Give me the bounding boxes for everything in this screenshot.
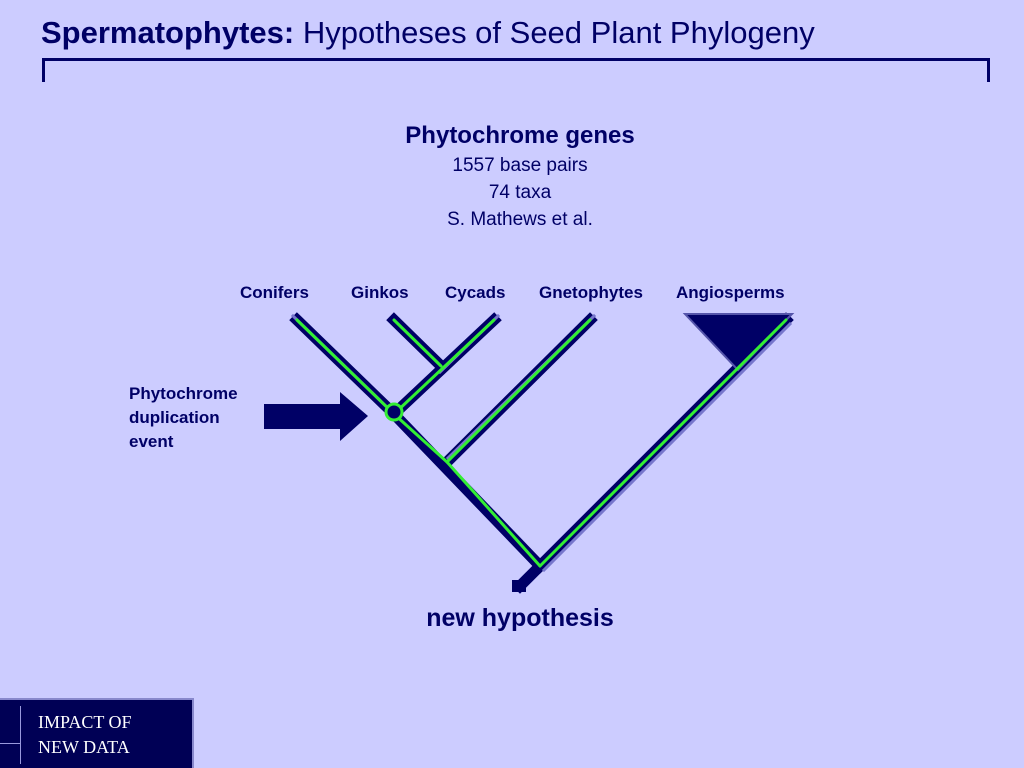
highlight-gnetophytes bbox=[445, 318, 592, 464]
highlight-stem-upper bbox=[392, 412, 449, 464]
highlighted-lineages bbox=[295, 318, 788, 568]
highlight-stem-lower bbox=[445, 460, 542, 568]
slide-title-rest: Hypotheses of Seed Plant Phylogeny bbox=[302, 15, 815, 50]
impact-badge: IMPACT OF NEW DATA bbox=[0, 698, 194, 768]
study-heading: Phytochrome genes bbox=[405, 122, 635, 149]
taxon-label-conifers: Conifers bbox=[240, 283, 309, 302]
root-stub bbox=[512, 580, 526, 592]
title-bracket-rule bbox=[42, 58, 990, 82]
tree-branches bbox=[289, 312, 794, 594]
taxon-label-ginkos: Ginkos bbox=[351, 283, 409, 302]
event-label-line-1: Phytochrome bbox=[129, 384, 238, 403]
hypothesis-caption: new hypothesis bbox=[426, 604, 614, 632]
event-label-line-2: duplication bbox=[129, 408, 220, 427]
duplication-event-label: Phytochrome duplication event bbox=[129, 382, 238, 454]
highlight-conifers bbox=[295, 318, 396, 416]
badge-line-1: IMPACT OF bbox=[38, 712, 132, 732]
highlight-angiosperms bbox=[538, 318, 788, 568]
event-label-line-3: event bbox=[129, 432, 174, 451]
taxon-label-gnetophytes: Gnetophytes bbox=[539, 283, 643, 302]
tree-branch-bevels bbox=[290, 313, 793, 573]
taxon-label-angiosperms: Angiosperms bbox=[676, 283, 785, 302]
bevel-angiosperms bbox=[541, 321, 793, 573]
taxon-label-cycads: Cycads bbox=[445, 283, 506, 302]
badge-line-2: NEW DATA bbox=[38, 737, 130, 757]
duplication-arrow-icon bbox=[264, 392, 368, 441]
study-authors: S. Mathews et al. bbox=[447, 209, 593, 230]
badge-vertical-rule bbox=[20, 706, 21, 764]
badge-text: IMPACT OF NEW DATA bbox=[38, 710, 132, 760]
slide-title-bold: Spermatophytes: bbox=[41, 15, 295, 50]
highlight-ginkos bbox=[392, 318, 443, 368]
duplication-node-marker bbox=[384, 402, 404, 422]
study-taxa-count: 74 taxa bbox=[488, 182, 552, 203]
badge-horizontal-rule bbox=[0, 743, 20, 744]
angiosperm-clade-triangle bbox=[682, 313, 795, 372]
slide-title: Spermatophytes: Hypotheses of Seed Plant… bbox=[41, 15, 815, 51]
highlight-cycads bbox=[392, 318, 496, 416]
study-base-pairs: 1557 base pairs bbox=[452, 155, 588, 176]
study-info: Phytochrome genes 1557 base pairs 74 tax… bbox=[320, 120, 720, 233]
